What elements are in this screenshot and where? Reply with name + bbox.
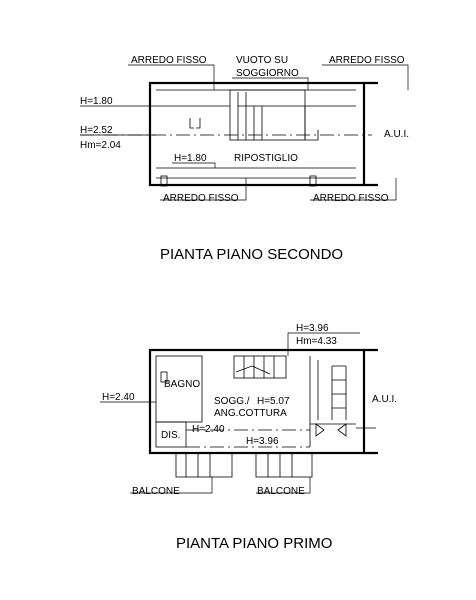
- label-h-180-a: H=1.80: [80, 96, 113, 107]
- label-h-240-inner: H=2.40: [192, 424, 225, 435]
- label-soggiorno: SOGGIORNO: [236, 68, 299, 79]
- first-floor-stair-steps: [235, 356, 275, 378]
- first-floor-door-marks: [315, 423, 376, 437]
- label-h-252: H=2.52: [80, 125, 113, 136]
- label-hm-204: Hm=2.04: [80, 140, 121, 151]
- label-vuoto-su: VUOTO SU: [236, 55, 288, 66]
- label-aui-second: A.U.I.: [384, 129, 409, 140]
- second-floor-right-stub: [364, 81, 378, 187]
- first-floor-right-stair: [317, 360, 347, 420]
- second-floor-outer-wall: [148, 81, 366, 187]
- label-hm-433: Hm=4.33: [296, 336, 337, 347]
- first-floor-leader-lines: [100, 332, 360, 494]
- second-floor-leader-lines: [80, 64, 409, 201]
- label-arredo-fisso-br: ARREDO FISSO: [313, 193, 389, 204]
- label-aui-first: A.U.I.: [372, 394, 397, 405]
- first-floor-dis-room: [155, 421, 187, 448]
- first-floor-balcony-left-inner: [185, 453, 211, 477]
- label-sogg: SOGG./: [214, 396, 250, 407]
- title-pianta-piano-secondo: PIANTA PIANO SECONDO: [160, 246, 343, 263]
- label-h-240-left: H=2.40: [102, 392, 135, 403]
- label-h-396-top: H=3.96: [296, 323, 329, 334]
- label-balcone-right: BALCONE: [257, 486, 305, 497]
- label-arredo-fisso-tl: ARREDO FISSO: [131, 55, 207, 66]
- label-ripostiglio: RIPOSTIGLIO: [234, 153, 298, 164]
- second-floor-stair-void: [229, 89, 306, 141]
- label-balcone-left: BALCONE: [132, 486, 180, 497]
- first-floor-balcony-right-inner: [267, 453, 293, 477]
- label-arredo-fisso-bl: ARREDO FISSO: [163, 193, 239, 204]
- second-floor-stair-steps: [237, 92, 305, 140]
- second-floor-fixed-furniture-top: [156, 89, 356, 107]
- second-floor-bracket: [189, 118, 201, 129]
- title-pianta-piano-primo: PIANTA PIANO PRIMO: [176, 535, 332, 552]
- second-floor-column-right: [309, 175, 317, 187]
- second-floor-fixed-furniture-bottom: [156, 167, 356, 179]
- second-floor-column-left: [160, 175, 168, 187]
- first-floor-balcony-left: [175, 452, 233, 478]
- plan-second-floor: ARREDO FISSO VUOTO SU SOGGIORNO ARREDO F…: [80, 55, 409, 263]
- label-h-396-bottom: H=3.96: [246, 436, 279, 447]
- first-floor-right-divider: [309, 356, 356, 447]
- label-ang-cottura: ANG.COTTURA: [214, 408, 287, 419]
- label-h-507: H=5.07: [257, 396, 290, 407]
- label-arredo-fisso-tr: ARREDO FISSO: [329, 55, 405, 66]
- first-floor-balcony-right: [255, 452, 313, 478]
- first-floor-column: [160, 371, 168, 383]
- first-floor-stair: [233, 355, 287, 379]
- label-bagno: BAGNO: [164, 379, 200, 390]
- label-h-180-b: H=1.80: [174, 153, 207, 164]
- second-floor-partition: [304, 106, 319, 141]
- label-dis: DIS.: [161, 430, 180, 441]
- plan-first-floor: H=3.96 Hm=4.33 BAGNO H=2.40 SOGG./ H=5.0…: [100, 323, 397, 552]
- first-floor-right-stub: [364, 348, 378, 455]
- first-floor-dashed-lines: [186, 429, 310, 448]
